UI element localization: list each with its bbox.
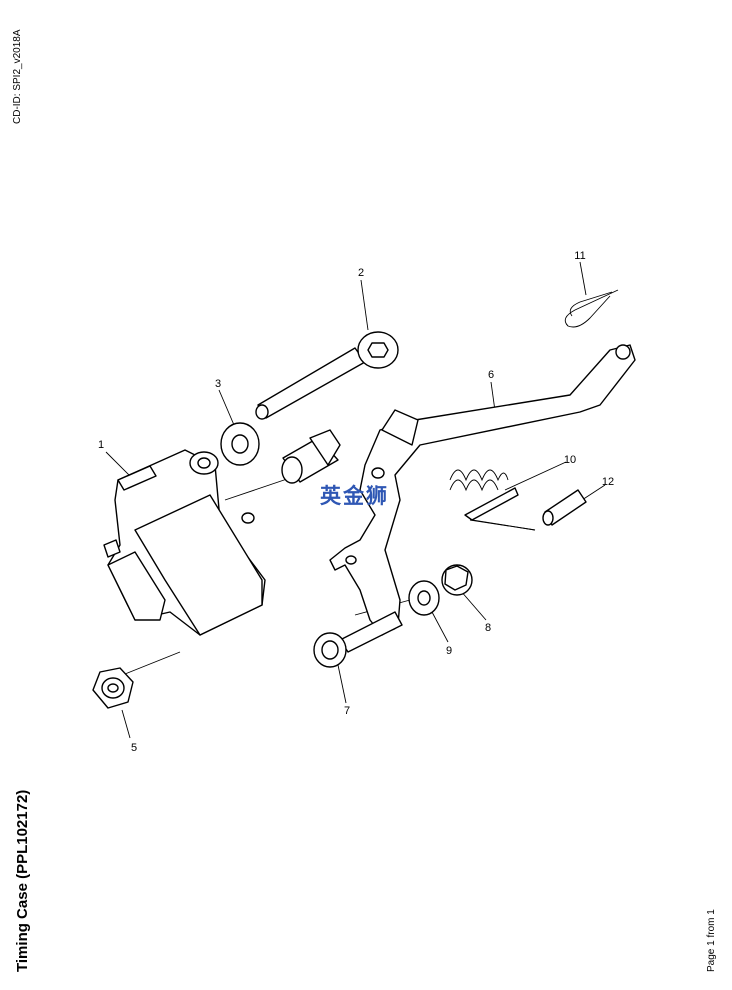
callout-5: 5 xyxy=(131,742,137,754)
part-12-plug xyxy=(542,489,587,526)
callout-1: 1 xyxy=(98,439,104,451)
callout-9: 9 xyxy=(446,645,452,657)
part-5-nut xyxy=(92,667,134,709)
watermark-logo: 英金狮 xyxy=(320,484,389,508)
part-7-bolt xyxy=(313,611,403,668)
callout-7: 7 xyxy=(344,705,350,717)
callout-2: 2 xyxy=(358,267,364,279)
callout-3: 3 xyxy=(215,378,221,390)
set-screw xyxy=(281,429,341,484)
part-11-clip xyxy=(564,289,619,328)
part-6-lever xyxy=(329,344,636,636)
part-3-washer xyxy=(220,422,260,466)
part-8-cap-nut xyxy=(441,564,473,596)
callout-6: 6 xyxy=(488,369,494,381)
part-2-pin xyxy=(255,331,399,420)
part-10-spring xyxy=(449,469,536,531)
part-1-housing xyxy=(103,449,266,636)
callout-11: 11 xyxy=(574,250,585,262)
callout-10: 10 xyxy=(564,454,576,466)
part-9-washer xyxy=(408,580,440,616)
callout-labels: 1 2 3 5 6 7 8 9 10 11 12 xyxy=(98,250,614,754)
callout-8: 8 xyxy=(485,622,491,634)
callout-12: 12 xyxy=(602,476,614,488)
